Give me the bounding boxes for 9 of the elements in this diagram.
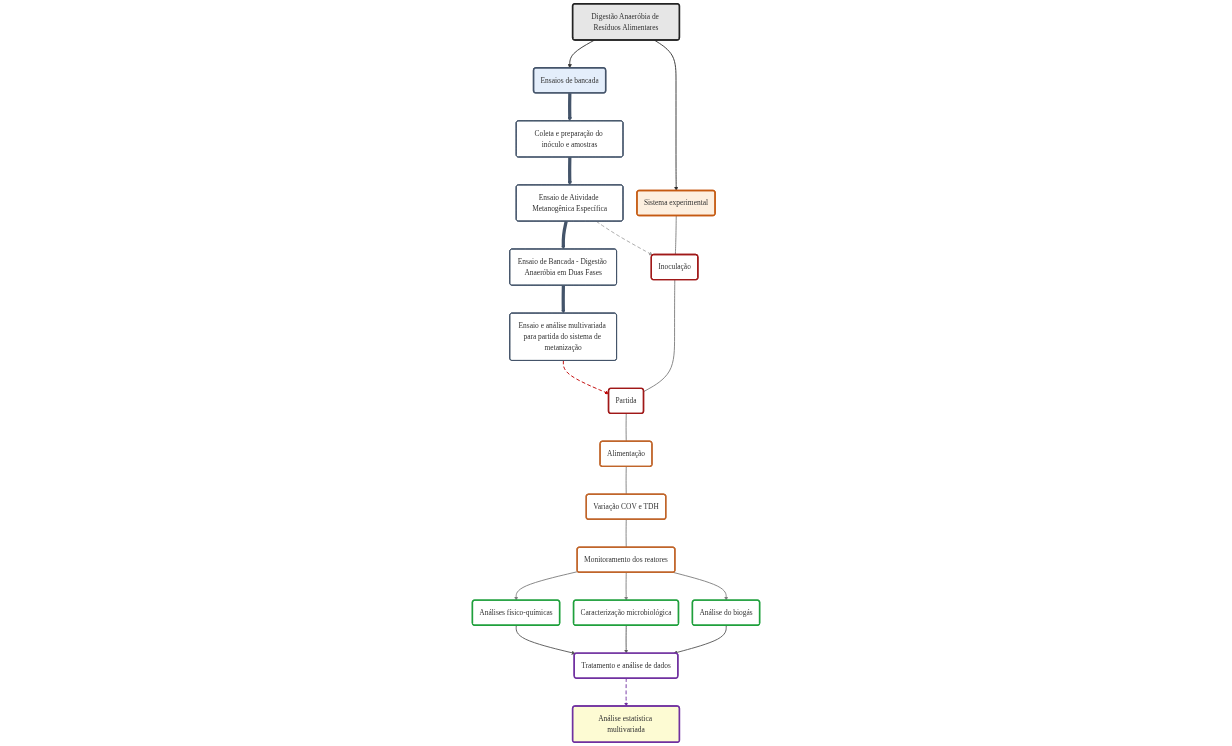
arrow	[567, 93, 572, 122]
connector	[643, 279, 676, 393]
arrow	[567, 157, 572, 186]
connector	[625, 466, 627, 495]
connector	[625, 413, 627, 442]
arrow	[561, 285, 566, 314]
arrow	[561, 221, 568, 250]
connector	[625, 519, 627, 548]
connector	[674, 215, 677, 256]
